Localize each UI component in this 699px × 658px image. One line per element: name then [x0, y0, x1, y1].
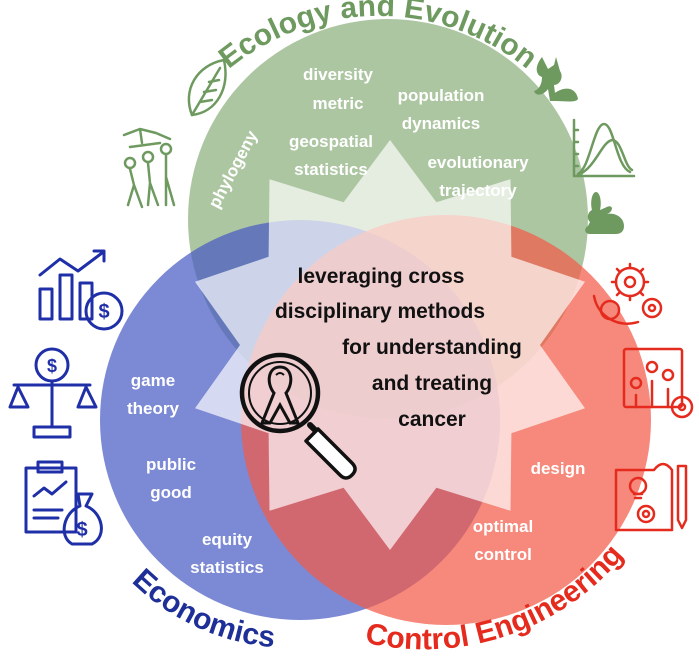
svg-text:$: $	[47, 356, 57, 376]
term-diversity: diversity	[303, 65, 373, 84]
term-dynamics: dynamics	[402, 114, 480, 133]
term-population: population	[398, 86, 485, 105]
fox-icon	[534, 57, 578, 102]
term-good: good	[150, 483, 192, 502]
phylogeny-evolution-icon	[122, 127, 176, 209]
term-design: design	[531, 459, 586, 478]
leaf-icon	[187, 58, 227, 117]
gears-icon	[592, 262, 663, 325]
term-statistics-econ: statistics	[190, 558, 264, 577]
term-public: public	[146, 455, 196, 474]
blueprint-icon	[614, 462, 688, 532]
center-line-1: leveraging cross	[298, 265, 465, 288]
term-trajectory: trajectory	[439, 181, 517, 200]
process-gears-icon	[622, 347, 694, 419]
svg-text:$: $	[76, 519, 87, 541]
term-geospatial: geospatial	[289, 132, 373, 151]
center-star	[195, 140, 585, 550]
report-money-bag-icon: $	[24, 460, 103, 546]
growth-chart-coin-icon: $	[38, 249, 124, 331]
term-game: game	[131, 371, 175, 390]
term-optimal: optimal	[473, 517, 533, 536]
term-evolutionary: evolutionary	[427, 153, 529, 172]
center-line-3: for understanding	[342, 336, 522, 359]
rabbit-icon	[585, 192, 624, 234]
term-statistics-eco: statistics	[294, 160, 368, 179]
term-equity: equity	[202, 530, 253, 549]
center-line-5: cancer	[398, 408, 466, 431]
distribution-curve-icon	[572, 118, 636, 178]
center-line-4: and treating	[372, 372, 492, 395]
magnifier-ribbon-icon	[239, 352, 357, 480]
term-metric: metric	[312, 94, 363, 113]
balance-scale-icon: $	[8, 347, 98, 439]
center-line-2: disciplinary methods	[275, 300, 485, 323]
term-theory: theory	[127, 399, 180, 418]
svg-text:$: $	[98, 301, 109, 323]
term-control: control	[474, 545, 532, 564]
